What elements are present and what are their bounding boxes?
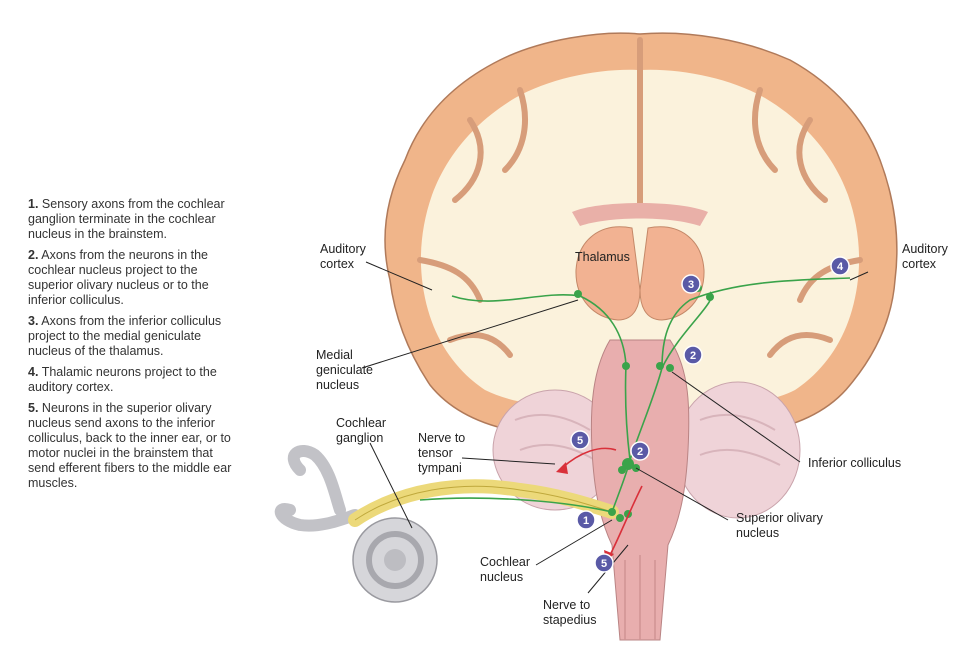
label-nerve-tensor: Nerve to tensor tympani (418, 431, 466, 475)
step-4-num: 4. (28, 365, 39, 379)
label-inferior-colliculus: Inferior colliculus (808, 456, 902, 470)
efferent-arrow-tensor (556, 462, 568, 474)
cerebrum (384, 32, 898, 433)
label-cochlear-nucleus: Cochlear nucleus (480, 555, 531, 584)
marker-2a-text: 2 (690, 350, 696, 362)
label-auditory-cortex-right: Auditory cortex (902, 242, 948, 271)
efferent-pathway (561, 447, 643, 556)
step-1-num: 1. (28, 197, 39, 211)
cerebellum (492, 381, 801, 519)
step-1: 1. Sensory axons from the cochlear gangl… (28, 197, 268, 242)
label-thalamus: Thalamus (575, 250, 630, 264)
step-4-text: Thalamic neurons project to the auditory… (28, 365, 217, 394)
step-1-text: Sensory axons from the cochlear ganglion… (28, 197, 225, 241)
white-matter (420, 69, 860, 410)
step-5-text: Neurons in the superior olivary nucleus … (28, 401, 232, 490)
marker-5a: 5 (570, 430, 590, 450)
marker-3: 3 (681, 274, 701, 294)
inner-ear (274, 445, 438, 603)
label-medial-geniculate: Medial geniculate nucleus (316, 348, 373, 392)
step-4: 4. Thalamic neurons project to the audit… (28, 365, 268, 395)
marker-1: 1 (576, 510, 596, 530)
marker-2b-text: 2 (637, 446, 643, 458)
marker-2b: 2 (630, 441, 650, 461)
step-3-num: 3. (28, 314, 39, 328)
marker-4: 4 (830, 256, 850, 276)
step-markers: 1 2 2 3 4 5 5 (570, 256, 850, 573)
step-5: 5. Neurons in the superior olivary nucle… (28, 401, 268, 491)
label-nerve-stapedius: Nerve to stapedius (543, 598, 597, 627)
step-5-num: 5. (28, 401, 39, 415)
thalamus-right (639, 226, 705, 321)
marker-2a: 2 (683, 345, 703, 365)
sulci (417, 37, 863, 358)
marker-5b: 5 (594, 553, 614, 573)
marker-3-text: 3 (688, 279, 694, 291)
marker-4-text: 4 (837, 261, 844, 273)
leader-lines (361, 261, 869, 594)
marker-1-text: 1 (583, 515, 589, 527)
thalamus-left (575, 226, 641, 321)
step-3-text: Axons from the inferior colliculus proje… (28, 314, 222, 358)
marker-5b-text: 5 (601, 558, 607, 570)
label-auditory-cortex-left: Auditory cortex (320, 242, 366, 271)
label-cochlear-ganglion: Cochlear ganglion (336, 416, 387, 445)
corpus-callosum (572, 203, 708, 226)
step-list: 1. Sensory axons from the cochlear gangl… (28, 197, 268, 497)
marker-5a-text: 5 (577, 435, 583, 447)
step-2-text: Axons from the neurons in the cochlear n… (28, 248, 209, 307)
label-superior-olivary: Superior olivary nucleus (736, 511, 823, 540)
step-2: 2. Axons from the neurons in the cochlea… (28, 248, 268, 308)
step-2-num: 2. (28, 248, 39, 262)
step-3: 3. Axons from the inferior colliculus pr… (28, 314, 268, 359)
